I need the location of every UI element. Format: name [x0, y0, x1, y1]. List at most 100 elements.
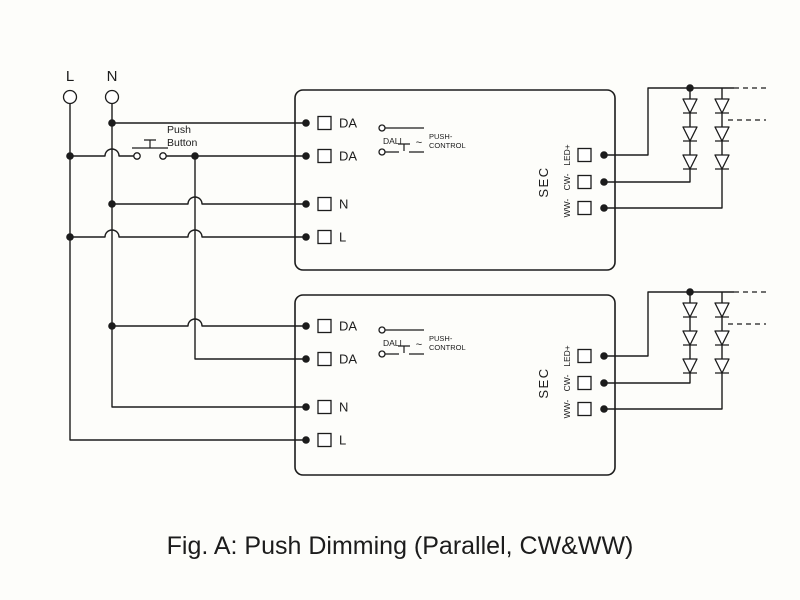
- driver1-tilde-label: ~: [416, 137, 422, 149]
- driver1-dali-push-symbol: DALI ~ PUSH- CONTROL: [378, 124, 466, 156]
- push-contact-right-icon: [159, 152, 167, 160]
- junction-dot: [191, 152, 199, 160]
- driver2-terminal-ledplus: [577, 348, 592, 364]
- wire-driver2-da1: [112, 318, 306, 327]
- driver2-da1-label: DA: [339, 319, 357, 334]
- dali-terminal-icon: [378, 326, 386, 334]
- driver1-push-control-label2: CONTROL: [429, 141, 466, 150]
- led-icon: [714, 98, 730, 114]
- led-icon: [682, 302, 698, 318]
- live-terminal-icon: [62, 89, 78, 105]
- driver2-terminal-cw: [577, 375, 592, 391]
- terminal-dot: [302, 403, 310, 411]
- led-icon: [682, 126, 698, 142]
- neutral-terminal-icon: [104, 89, 120, 105]
- driver1-ledplus-label: LED+: [562, 144, 572, 166]
- driver1-dali-label: DALI: [383, 136, 402, 146]
- terminal-dot: [302, 119, 310, 127]
- terminal-dot: [600, 204, 608, 212]
- driver2-terminal-n: [317, 399, 332, 415]
- driver1-sec-label: SEC: [536, 166, 551, 197]
- push-contact-left-icon: [133, 152, 141, 160]
- driver2-dali-push-symbol: DALI ~ PUSH- CONTROL: [378, 326, 466, 358]
- driver2-input-wires: [112, 156, 306, 360]
- driver2-enclosure: [294, 294, 616, 476]
- live-bus-wire: [69, 103, 306, 441]
- driver1-enclosure: [294, 89, 616, 271]
- driver1-n-label: N: [339, 197, 348, 212]
- push-button-label-line2: Button: [167, 137, 198, 149]
- dali-terminal-icon: [378, 350, 386, 358]
- driver2-terminal-da1: [317, 318, 332, 334]
- push-actuator-icon: [132, 139, 168, 149]
- dali-push-lines-icon: [385, 127, 424, 153]
- driver2-push-control-label1: PUSH-: [429, 334, 453, 343]
- driver-1: DA DA N L DALI ~ PUSH- CONTROL SEC LED+ …: [294, 89, 616, 271]
- led-icon: [714, 126, 730, 142]
- driver-2: DA DA N L DALI ~ PUSH- CONTROL SEC LED+ …: [294, 294, 616, 476]
- driver2-cw-label: CW-: [562, 374, 572, 391]
- junction-dot: [108, 200, 116, 208]
- driver2-da2-label: DA: [339, 352, 357, 367]
- ledplus-wire: [604, 291, 734, 357]
- push-button-label-line1: Push: [167, 124, 191, 136]
- driver1-terminal-n: [317, 196, 332, 212]
- wire-driver1-l: [70, 229, 306, 238]
- driver1-terminal-da1: [317, 115, 332, 131]
- led-icon: [682, 154, 698, 170]
- terminal-dot: [302, 322, 310, 330]
- led-array-1: [600, 84, 768, 212]
- neutral-bus-wire: [111, 103, 306, 408]
- wire-push-left: [70, 148, 134, 157]
- junction-dot: [108, 119, 116, 127]
- junction-dot: [686, 84, 694, 92]
- dali-terminal-icon: [378, 124, 386, 132]
- driver2-terminal-da2: [317, 351, 332, 367]
- terminal-dot: [600, 352, 608, 360]
- terminal-dot: [302, 152, 310, 160]
- ww-string-wire: [604, 292, 723, 410]
- driver2-tilde-label: ~: [416, 339, 422, 351]
- driver2-terminal-ww: [577, 401, 592, 417]
- led-array-2: [600, 288, 768, 413]
- driver1-push-control-label1: PUSH-: [429, 132, 453, 141]
- driver1-terminal-da2: [317, 148, 332, 164]
- driver1-terminal-ledplus: [577, 147, 592, 163]
- driver1-ww-label: WW-: [562, 198, 572, 217]
- ww-string-wire: [604, 88, 723, 209]
- driver1-terminal-l: [317, 229, 332, 245]
- led-icon: [682, 358, 698, 374]
- neutral-label: N: [107, 68, 118, 85]
- led-icon: [714, 154, 730, 170]
- terminal-dot: [302, 200, 310, 208]
- junction-dots: [66, 119, 310, 444]
- cw-string-wire: [604, 292, 691, 384]
- cw-string-wire: [604, 88, 691, 183]
- push-button: Push Button: [132, 124, 198, 160]
- driver2-ledplus-label: LED+: [562, 345, 572, 367]
- ledplus-wire: [604, 87, 734, 156]
- terminal-dot: [600, 405, 608, 413]
- terminal-dot: [302, 233, 310, 241]
- junction-dot: [66, 233, 74, 241]
- junction-dot: [66, 152, 74, 160]
- driver2-dali-label: DALI: [383, 338, 402, 348]
- live-label: L: [66, 68, 74, 85]
- led-icon: [714, 302, 730, 318]
- wire-push-branch: [194, 156, 306, 360]
- terminal-dot: [302, 355, 310, 363]
- terminal-dot: [600, 379, 608, 387]
- driver1-da2-label: DA: [339, 149, 357, 164]
- led-icon: [682, 98, 698, 114]
- driver2-push-control-label2: CONTROL: [429, 343, 466, 352]
- led-icon: [714, 330, 730, 346]
- driver1-terminal-ww: [577, 200, 592, 216]
- driver2-ww-label: WW-: [562, 399, 572, 418]
- dali-push-lines-icon: [385, 329, 424, 355]
- driver2-n-label: N: [339, 400, 348, 415]
- figure-caption: Fig. A: Push Dimming (Parallel, CW&WW): [167, 532, 634, 560]
- driver1-terminal-cw: [577, 174, 592, 190]
- driver1-da1-label: DA: [339, 116, 357, 131]
- led-icon: [714, 358, 730, 374]
